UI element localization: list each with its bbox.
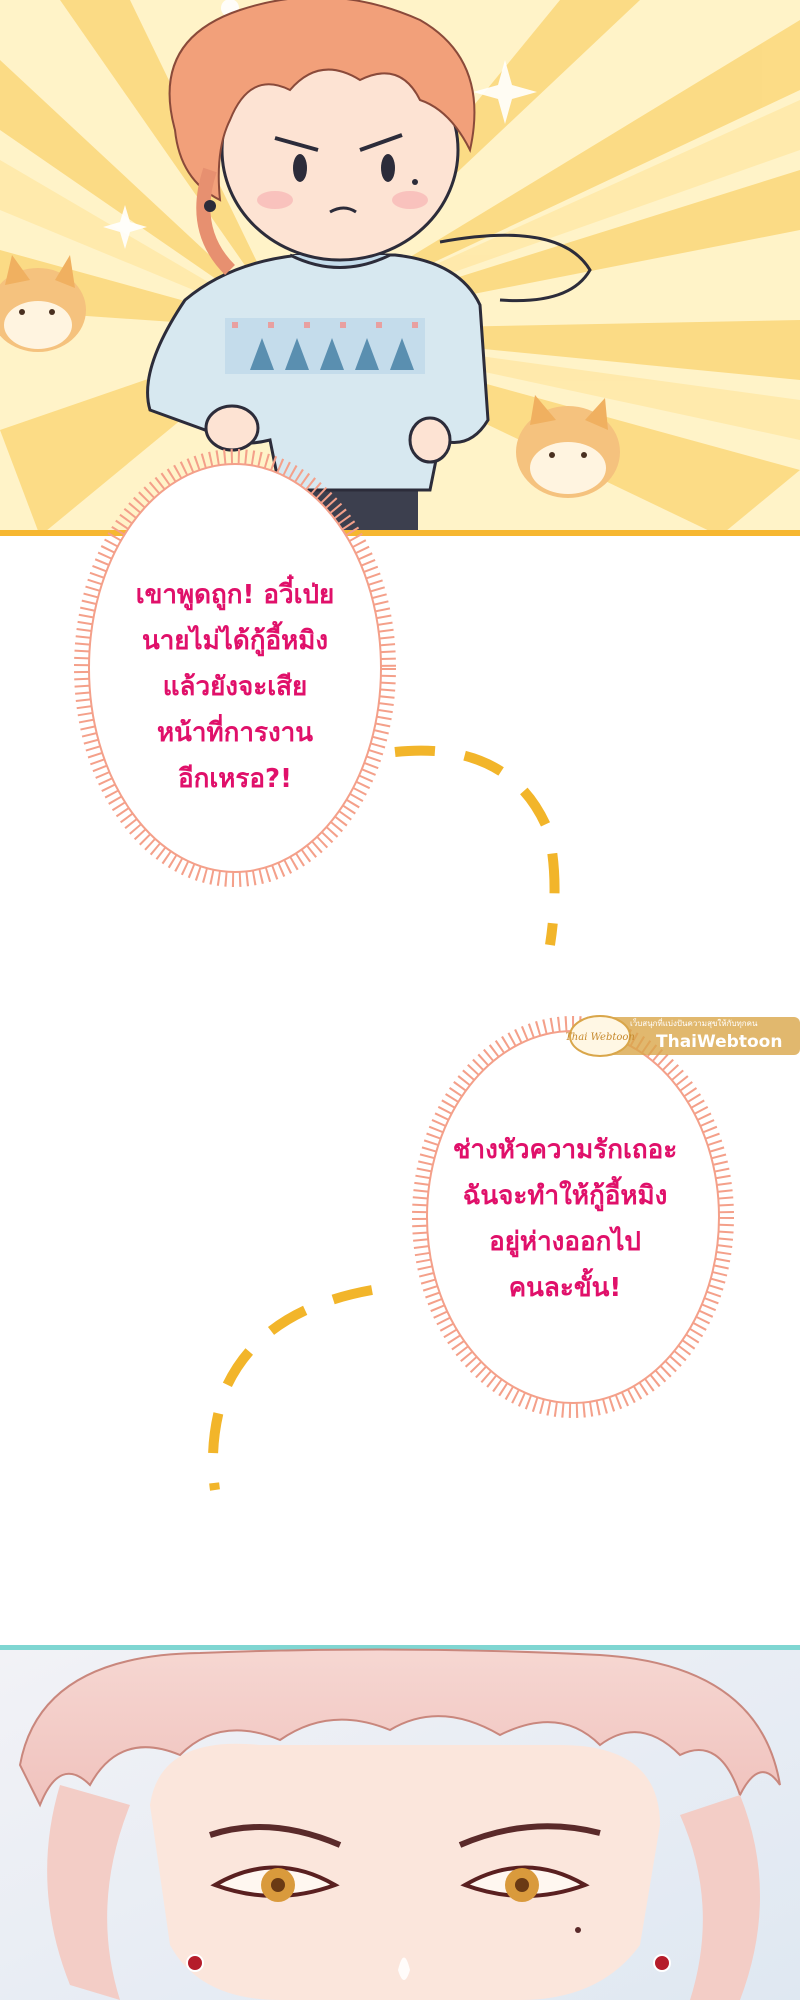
right-eye [460, 1865, 590, 1902]
dashed-connector-1 [394, 745, 560, 946]
bottom-panel-closeup-face [0, 1645, 800, 2000]
thaiwebtoon-watermark: Thai Webtoon เว็บสนุกที่แบ่งปันความสุขให… [566, 1013, 800, 1059]
left-eye [210, 1865, 340, 1902]
chibi-scene-art [0, 0, 800, 536]
shiba-plush-left [0, 255, 86, 352]
shiba-plush-right [516, 395, 620, 498]
speech-line: แล้วยังจะเสีย [162, 672, 308, 702]
closeup-face-art [0, 1645, 800, 2000]
speech-line: ฉันจะทำให้กู้อี้หมิง [462, 1181, 668, 1211]
watermark-badge-icon: Thai Webtoon [566, 1015, 800, 1057]
watermark-logo-text: Thai Webtoon [566, 1032, 635, 1043]
dashed-connector-2 [207, 1285, 373, 1491]
speech-line: คนละขั้น! [508, 1273, 622, 1303]
speech-bubble-2-text: ช่างหัวความรักเถอะ ฉันจะทำให้กู้อี้หมิง … [415, 1127, 715, 1311]
watermark-brand: ThaiWebtoon [656, 1032, 783, 1052]
watermark-tagline: เว็บสนุกที่แบ่งปันความสุขให้กับทุกคน [630, 1019, 758, 1028]
speech-line: เขาพูดถูก! อวี๋เป่ย [135, 580, 335, 610]
speech-line: นายไม่ได้กู้อี้หมิง [141, 626, 329, 656]
speech-bubble-1-text: เขาพูดถูก! อวี๋เป่ย นายไม่ได้กู้อี้หมิง … [85, 572, 385, 802]
speech-line: อีกเหรอ?! [178, 764, 292, 794]
top-panel-chibi-character [0, 0, 800, 536]
speech-line: อยู่ห่างออกไป [489, 1227, 641, 1257]
speech-line: หน้าที่การงาน [156, 718, 314, 748]
speech-line: ช่างหัวความรักเถอะ [452, 1135, 678, 1165]
speech-bubble-1-outline [74, 449, 396, 887]
